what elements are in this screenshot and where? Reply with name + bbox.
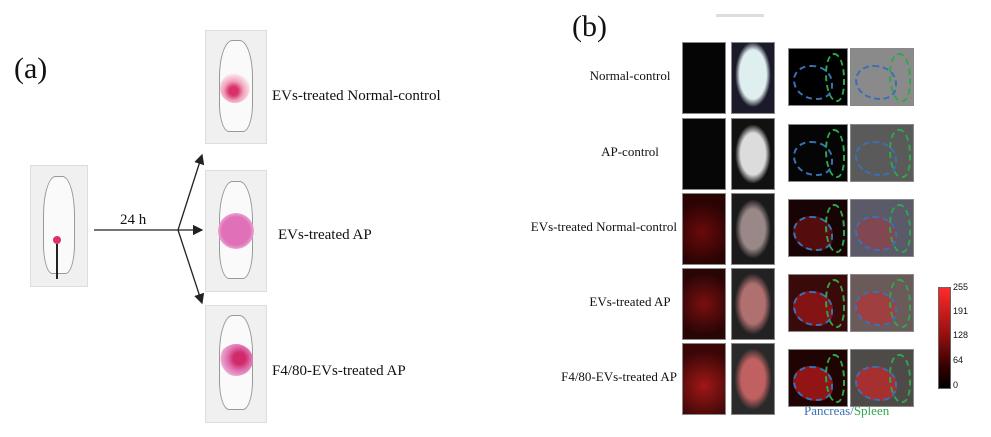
colorbar <box>938 287 951 389</box>
spleen-outline <box>824 129 846 178</box>
colorbar-tick: 64 <box>953 355 964 365</box>
time-label: 24 h <box>120 212 147 228</box>
organ-fluorescence-image <box>788 274 848 332</box>
organ-brightfield-image <box>850 349 914 407</box>
organ-fluorescence-image <box>788 124 848 182</box>
spleen-outline <box>824 204 846 253</box>
mouse-image-f480-ap <box>205 305 267 423</box>
brightfield-whole-body-image <box>731 268 775 340</box>
colorbar-tick: 128 <box>953 330 969 340</box>
mouse-image-normal-control <box>205 30 267 144</box>
row-label: F4/80-EVs-treated AP <box>561 369 677 384</box>
spleen-outline <box>889 204 911 253</box>
mouse-injection-image <box>30 165 88 287</box>
spleen-outline <box>889 354 911 403</box>
spleen-outline <box>889 53 911 102</box>
organ-fluorescence-image <box>788 48 848 106</box>
colorbar-tick: 255 <box>953 282 969 292</box>
brightfield-whole-body-image <box>731 42 775 114</box>
colorbar-tick: 191 <box>953 306 969 316</box>
faint-mark <box>716 14 764 17</box>
row-label: Normal-control <box>589 68 671 83</box>
spleen-outline <box>824 354 846 403</box>
branch-arrows <box>94 153 205 305</box>
row-label: AP-control <box>601 144 659 159</box>
fluorescence-whole-body-image <box>682 118 726 190</box>
colorbar-tick: 0 <box>953 380 959 390</box>
fluorescence-whole-body-image <box>682 42 726 114</box>
organ-fluorescence-image <box>788 199 848 257</box>
fluorescence-whole-body-image <box>682 193 726 265</box>
spleen-outline <box>824 53 846 102</box>
group-label: EVs-treated Normal-control <box>272 88 441 104</box>
organ-brightfield-image <box>850 48 914 106</box>
organ-fluorescence-image <box>788 349 848 407</box>
legend-separator: / <box>850 403 854 418</box>
mouse-image-ap <box>205 170 267 292</box>
fluorescence-whole-body-image <box>682 343 726 415</box>
spleen-outline <box>889 279 911 328</box>
row-label: EVs-treated Normal-control <box>530 219 677 234</box>
panel-a-label: (a) <box>14 52 48 85</box>
spleen-outline <box>889 129 911 178</box>
row-label: EVs-treated AP <box>589 294 671 309</box>
organ-brightfield-image <box>850 124 914 182</box>
spleen-outline <box>824 279 846 328</box>
brightfield-whole-body-image <box>731 118 775 190</box>
group-label: F4/80-EVs-treated AP <box>272 363 406 379</box>
brightfield-whole-body-image <box>731 343 775 415</box>
brightfield-whole-body-image <box>731 193 775 265</box>
panel-b-label: (b) <box>572 10 607 43</box>
organ-brightfield-image <box>850 274 914 332</box>
group-label: EVs-treated AP <box>278 227 372 243</box>
fluorescence-whole-body-image <box>682 268 726 340</box>
organ-brightfield-image <box>850 199 914 257</box>
